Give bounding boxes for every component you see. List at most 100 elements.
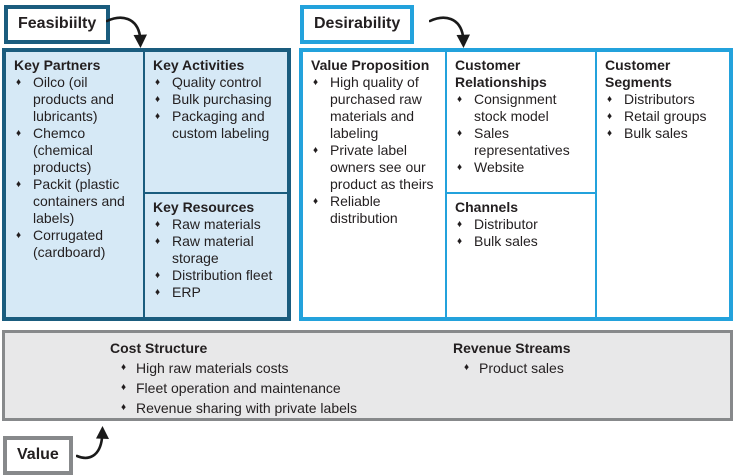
list-item: ♦Retail groups: [605, 108, 725, 125]
list-item: ♦Quality control: [153, 74, 283, 91]
list-item: ♦ High quality of purchased raw materials…: [311, 74, 441, 142]
key-partners-cell: Key Partners ♦ Oilco (oil products and lu…: [6, 52, 143, 317]
list-item: ♦High raw materials costs: [110, 358, 357, 378]
desirability-tag-label: Desirability: [314, 15, 401, 32]
list-item: ♦ Corrugated (cardboard): [14, 227, 139, 261]
diamond-bullet-icon: ♦: [16, 179, 22, 190]
cost-structure-cell: Cost Structure ♦High raw materials costs…: [110, 338, 357, 418]
list-item: ♦Consignment stock model: [455, 91, 591, 125]
list-item: ♦ Private label owners see our product as…: [311, 142, 441, 193]
cell-title: Value Proposition: [311, 57, 430, 73]
customer-relationships-list: ♦Consignment stock model♦Sales represent…: [455, 91, 591, 176]
list-item: ♦ Bulk purchasing: [153, 91, 283, 108]
list-item: ♦ Fleet operation and maintenance: [110, 378, 357, 398]
channels-list: ♦ Distributor ♦ Bulk sales: [455, 216, 591, 250]
list-item-text: Product sales: [479, 360, 564, 376]
customer-segments-cell: Customer Segments ♦Distributors♦Retail g…: [597, 52, 729, 317]
diamond-bullet-icon: ♦: [457, 162, 463, 173]
diamond-bullet-icon: ♦: [16, 128, 22, 139]
value-proposition-list: ♦ High quality of purchased raw materials…: [311, 74, 441, 227]
list-item-text: Raw materials: [172, 216, 261, 232]
list-item-text: Reliable distribution: [330, 193, 398, 226]
value-tag-label: Value: [17, 446, 59, 463]
diamond-bullet-icon: ♦: [155, 94, 161, 105]
list-item-text: Bulk purchasing: [172, 91, 272, 107]
key-resources-cell: Key Resources ♦Raw materials♦Raw materia…: [145, 194, 287, 317]
list-item: ♦ Chemco (chemical products): [14, 125, 139, 176]
diamond-bullet-icon: ♦: [457, 236, 463, 247]
customer-segments-list: ♦Distributors♦Retail groups ♦ Bulk sales: [605, 91, 725, 142]
diamond-bullet-icon: ♦: [121, 402, 127, 413]
list-item-text: Distribution fleet: [172, 267, 273, 283]
diamond-bullet-icon: ♦: [313, 145, 319, 156]
cell-title: Cost Structure: [110, 340, 208, 356]
list-item-text: Consignment stock model: [474, 91, 557, 124]
diamond-bullet-icon: ♦: [155, 287, 161, 298]
list-item: ♦Distributors: [605, 91, 725, 108]
diamond-bullet-icon: ♦: [607, 128, 613, 139]
feasibility-tag-label: Feasibiilty: [18, 15, 97, 32]
revenue-streams-cell: Revenue Streams ♦ Product sales: [453, 338, 571, 378]
value-group: Cost Structure ♦High raw materials costs…: [2, 330, 733, 421]
revenue-streams-list: ♦ Product sales: [453, 358, 571, 378]
diamond-bullet-icon: ♦: [155, 270, 161, 281]
list-item-text: High quality of purchased raw materials …: [330, 74, 422, 141]
desirability-group: Value Proposition ♦ High quality of purch…: [299, 48, 733, 321]
list-item-text: Chemco (chemical products): [33, 125, 93, 175]
list-item: ♦Sales representatives: [455, 125, 591, 159]
cost-structure-list: ♦High raw materials costs ♦ Fleet operatio…: [110, 358, 357, 418]
list-item: ♦ Oilco (oil products and lubricants): [14, 74, 139, 125]
list-item-text: Quality control: [172, 74, 262, 90]
list-item-text: Fleet operation and maintenance: [136, 380, 341, 396]
list-item-text: Distributor: [474, 216, 538, 232]
feasibility-group: Key Partners ♦ Oilco (oil products and lu…: [2, 48, 291, 321]
key-resources-list: ♦Raw materials♦Raw material storage♦Dist…: [153, 216, 283, 301]
list-item-text: Raw material storage: [172, 233, 254, 266]
list-item: ♦ Packaging and custom labeling: [153, 108, 283, 142]
diamond-bullet-icon: ♦: [16, 77, 22, 88]
diamond-bullet-icon: ♦: [457, 219, 463, 230]
diamond-bullet-icon: ♦: [155, 111, 161, 122]
list-item: ♦ Bulk sales: [455, 233, 591, 250]
feasibility-tag: Feasibiilty: [4, 5, 111, 44]
arrow-down-icon: [429, 16, 470, 48]
diamond-bullet-icon: ♦: [155, 219, 161, 230]
list-item: ♦ Product sales: [453, 358, 571, 378]
list-item: ♦ Bulk sales: [605, 125, 725, 142]
diamond-bullet-icon: ♦: [16, 230, 22, 241]
key-partners-list: ♦ Oilco (oil products and lubricants) ♦ Che…: [14, 74, 139, 261]
cell-title: Key Partners: [14, 57, 101, 73]
list-item-text: Packaging and custom labeling: [172, 108, 270, 141]
list-item-text: Bulk sales: [624, 125, 688, 141]
list-item: ♦ERP: [153, 284, 283, 301]
list-item-text: Retail groups: [624, 108, 707, 124]
list-item: ♦ Distributor: [455, 216, 591, 233]
cell-title: Revenue Streams: [453, 340, 571, 356]
list-item-text: Packit (plastic containers and labels): [33, 176, 125, 226]
channels-cell: Channels ♦ Distributor ♦ Bulk sales: [447, 194, 595, 317]
list-item-text: Private label owners see our product as …: [330, 142, 434, 192]
list-item: ♦ Distribution fleet: [153, 267, 283, 284]
list-item-text: Oilco (oil products and lubricants): [33, 74, 114, 124]
customer-relationships-cell: Customer Relationships ♦Consignment stoc…: [447, 52, 595, 194]
list-item-text: Bulk sales: [474, 233, 538, 249]
desirability-tag: Desirability: [300, 5, 415, 44]
list-item: ♦ Packit (plastic containers and labels): [14, 176, 139, 227]
list-item: ♦ Reliable distribution: [311, 193, 441, 227]
diamond-bullet-icon: ♦: [464, 362, 470, 373]
value-tag: Value: [3, 436, 73, 475]
diamond-bullet-icon: ♦: [121, 382, 127, 393]
diamond-bullet-icon: ♦: [313, 77, 319, 88]
list-item-text: Corrugated (cardboard): [33, 227, 106, 260]
list-item-text: Distributors: [624, 91, 695, 107]
key-activities-cell: Key Activities ♦Quality control♦Bulk pur…: [145, 52, 287, 194]
list-item: ♦Revenue sharing with private labels: [110, 398, 357, 418]
list-item-text: Website: [474, 159, 525, 175]
arrow-up-icon: [76, 426, 109, 460]
diamond-bullet-icon: ♦: [313, 196, 319, 207]
key-activities-list: ♦Quality control ♦ Bulk purchasing ♦ Packagi…: [153, 74, 283, 142]
cell-title: Channels: [455, 199, 519, 215]
list-item: ♦Raw material storage: [153, 233, 283, 267]
diamond-bullet-icon: ♦: [457, 128, 463, 139]
